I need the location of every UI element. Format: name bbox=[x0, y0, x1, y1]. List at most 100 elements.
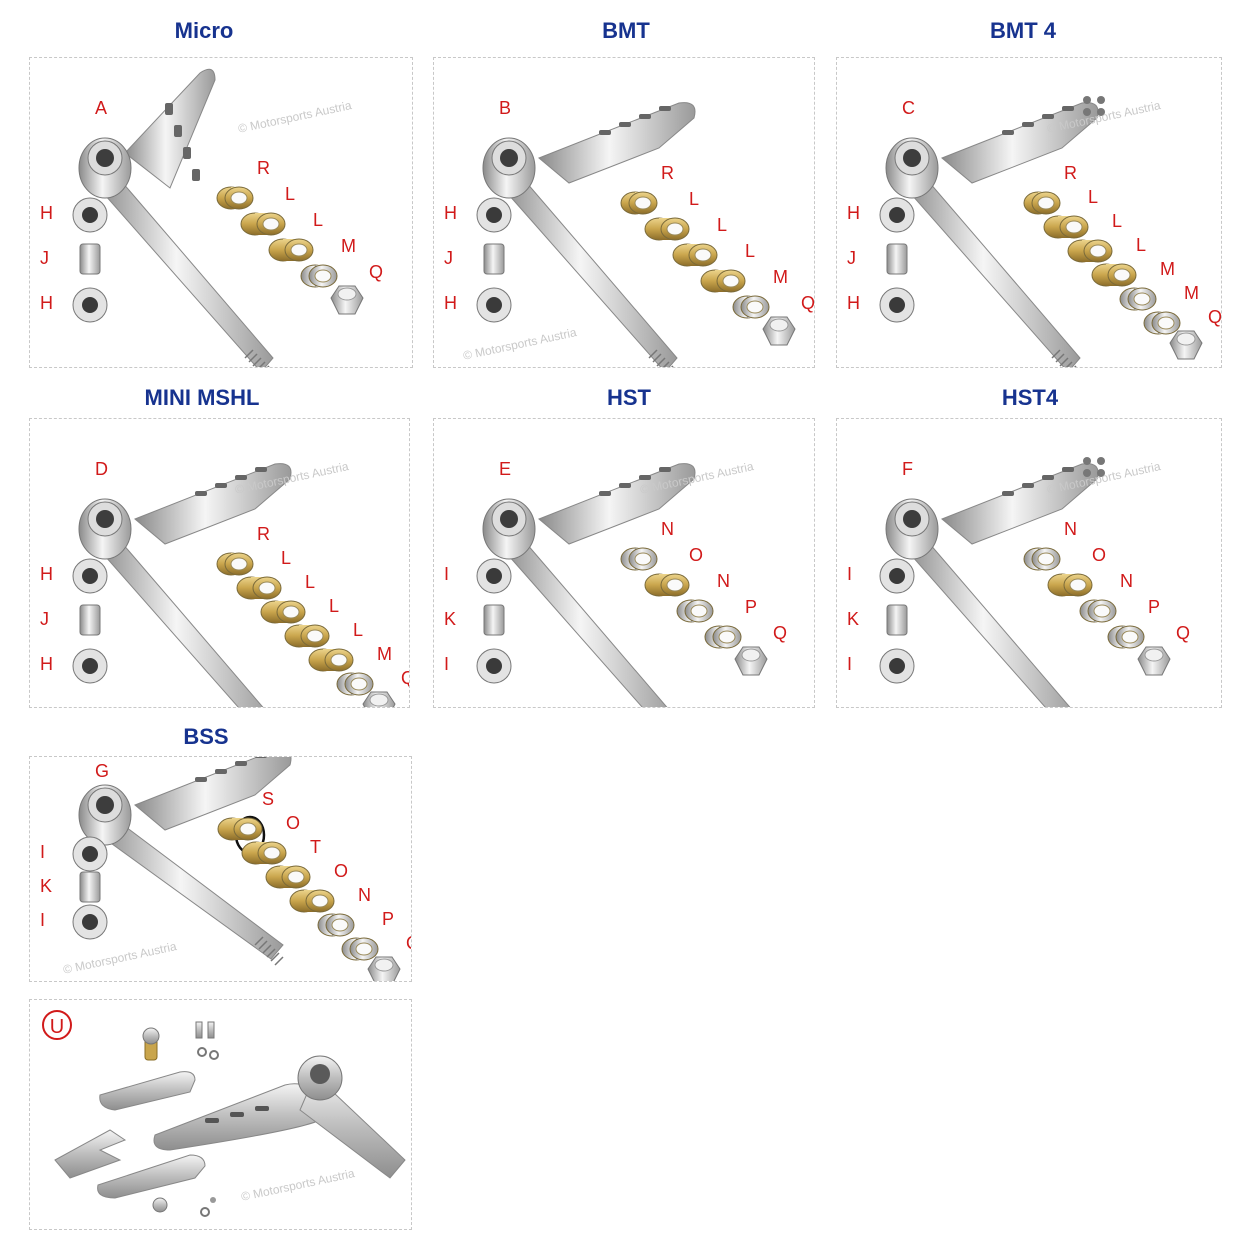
perforation-hole bbox=[1097, 469, 1105, 477]
plate-slot bbox=[1042, 114, 1054, 119]
arm-label-B: B bbox=[499, 98, 512, 118]
plate-slot bbox=[639, 475, 651, 480]
shim-label-L: L bbox=[1112, 211, 1123, 231]
panel-title-bss: BSS bbox=[183, 724, 229, 749]
bolt-small-1 bbox=[195, 1021, 203, 1039]
left-part-label-H: H bbox=[847, 203, 860, 223]
arm-plate bbox=[538, 102, 696, 184]
panel-mini-mshl: DHJHRLLLLMQ© Motorsports Austria bbox=[29, 418, 410, 708]
panel-title-hst4: HST4 bbox=[1001, 385, 1059, 410]
left-part-label-K: K bbox=[40, 876, 53, 896]
left-part-label-J: J bbox=[40, 609, 49, 629]
arm-plate bbox=[134, 757, 292, 831]
thread-line bbox=[652, 353, 662, 363]
spacer-tube bbox=[79, 871, 101, 903]
plate-slot bbox=[659, 467, 671, 472]
shim-label-Q: Q bbox=[406, 933, 411, 954]
left-part-label-H: H bbox=[40, 564, 53, 584]
left-part-label-J: J bbox=[847, 248, 856, 268]
plate-slot bbox=[1022, 122, 1034, 127]
thread-line bbox=[656, 357, 666, 367]
u-kit-illustration bbox=[54, 1021, 406, 1217]
left-part-label-J: J bbox=[444, 248, 453, 268]
panel-u-mounting-kit: U © Motorsports Austria bbox=[29, 999, 412, 1230]
left-part-label-I: I bbox=[40, 910, 46, 930]
left-part-label-H: H bbox=[847, 293, 860, 313]
left-part-label-H: H bbox=[40, 203, 53, 223]
perforation-hole bbox=[1083, 108, 1091, 116]
u-badge: U bbox=[42, 1010, 72, 1040]
plate-slot bbox=[1042, 475, 1054, 480]
thread-line bbox=[266, 948, 276, 958]
shim-label-L: L bbox=[305, 572, 316, 592]
spindle-shaft bbox=[299, 1074, 406, 1179]
panel-title-bmt4: BMT 4 bbox=[990, 18, 1056, 43]
arm-label-D: D bbox=[95, 459, 108, 479]
thread-line bbox=[258, 361, 266, 367]
left-part-label-H: H bbox=[444, 293, 457, 313]
housing-bearing-inner bbox=[500, 149, 518, 167]
panel-title-hst: HST bbox=[607, 385, 651, 410]
thread-line bbox=[270, 952, 280, 962]
shim-label-N: N bbox=[1064, 519, 1077, 539]
thread-line bbox=[662, 361, 670, 367]
shim-label-N: N bbox=[1120, 571, 1133, 591]
left-part-label-J: J bbox=[40, 248, 49, 268]
thread-line bbox=[262, 944, 272, 954]
plate-slot bbox=[195, 491, 207, 496]
shim-label-L: L bbox=[689, 189, 700, 209]
arm-label-E: E bbox=[499, 459, 512, 479]
left-part-label-K: K bbox=[847, 609, 860, 629]
plate-slot bbox=[255, 467, 267, 472]
shim-label-L: L bbox=[353, 620, 364, 640]
perforation-hole bbox=[1097, 96, 1105, 104]
arm-plate bbox=[538, 463, 696, 545]
shim-label-N: N bbox=[661, 519, 674, 539]
shim-label-Q: Q bbox=[401, 668, 409, 689]
thread-line bbox=[274, 956, 284, 966]
spindle-illustration bbox=[72, 68, 364, 367]
plate-slot bbox=[659, 106, 671, 111]
shim-label-M: M bbox=[377, 644, 392, 664]
housing-bearing-inner bbox=[96, 149, 114, 167]
panel-title-micro: Micro bbox=[174, 18, 234, 43]
housing-bearing-inner bbox=[903, 510, 921, 528]
spacer-tube bbox=[483, 604, 505, 636]
plate-slot bbox=[1002, 491, 1014, 496]
shim-label-L: L bbox=[1088, 187, 1099, 207]
arm-plate bbox=[941, 102, 1099, 184]
spacer-tube bbox=[79, 243, 101, 275]
shim-label-Q: Q bbox=[773, 623, 788, 643]
thread-line bbox=[252, 357, 262, 367]
plate-slot bbox=[192, 169, 200, 181]
spindle-illustration bbox=[476, 463, 768, 707]
shim-label-P: P bbox=[382, 909, 395, 929]
shim-label-S: S bbox=[262, 789, 275, 809]
thread-line bbox=[1059, 357, 1069, 367]
plate-slot bbox=[1002, 130, 1014, 135]
thread-line bbox=[1051, 349, 1061, 359]
spindle-illustration bbox=[879, 457, 1171, 707]
left-part-label-I: I bbox=[40, 842, 46, 862]
shim-label-L: L bbox=[313, 210, 324, 230]
left-part-label-I: I bbox=[444, 654, 450, 674]
shim-label-R: R bbox=[1064, 163, 1077, 183]
shim-label-R: R bbox=[257, 158, 270, 178]
shim-label-O: O bbox=[689, 545, 704, 565]
adapter-plate-top bbox=[99, 1071, 196, 1111]
left-part-label-K: K bbox=[444, 609, 457, 629]
left-part-label-H: H bbox=[444, 203, 457, 223]
shim-label-R: R bbox=[257, 524, 270, 544]
thread-line bbox=[248, 353, 258, 363]
panel-title-bmt: BMT bbox=[602, 18, 650, 43]
plate-slot bbox=[619, 122, 631, 127]
thread-line bbox=[1055, 353, 1065, 363]
shim-label-O: O bbox=[286, 813, 301, 833]
spindle-illustration bbox=[72, 463, 396, 707]
plate-slot bbox=[599, 130, 611, 135]
nut-small bbox=[152, 1197, 168, 1213]
plate-slot bbox=[619, 483, 631, 488]
perforation-hole bbox=[1097, 108, 1105, 116]
